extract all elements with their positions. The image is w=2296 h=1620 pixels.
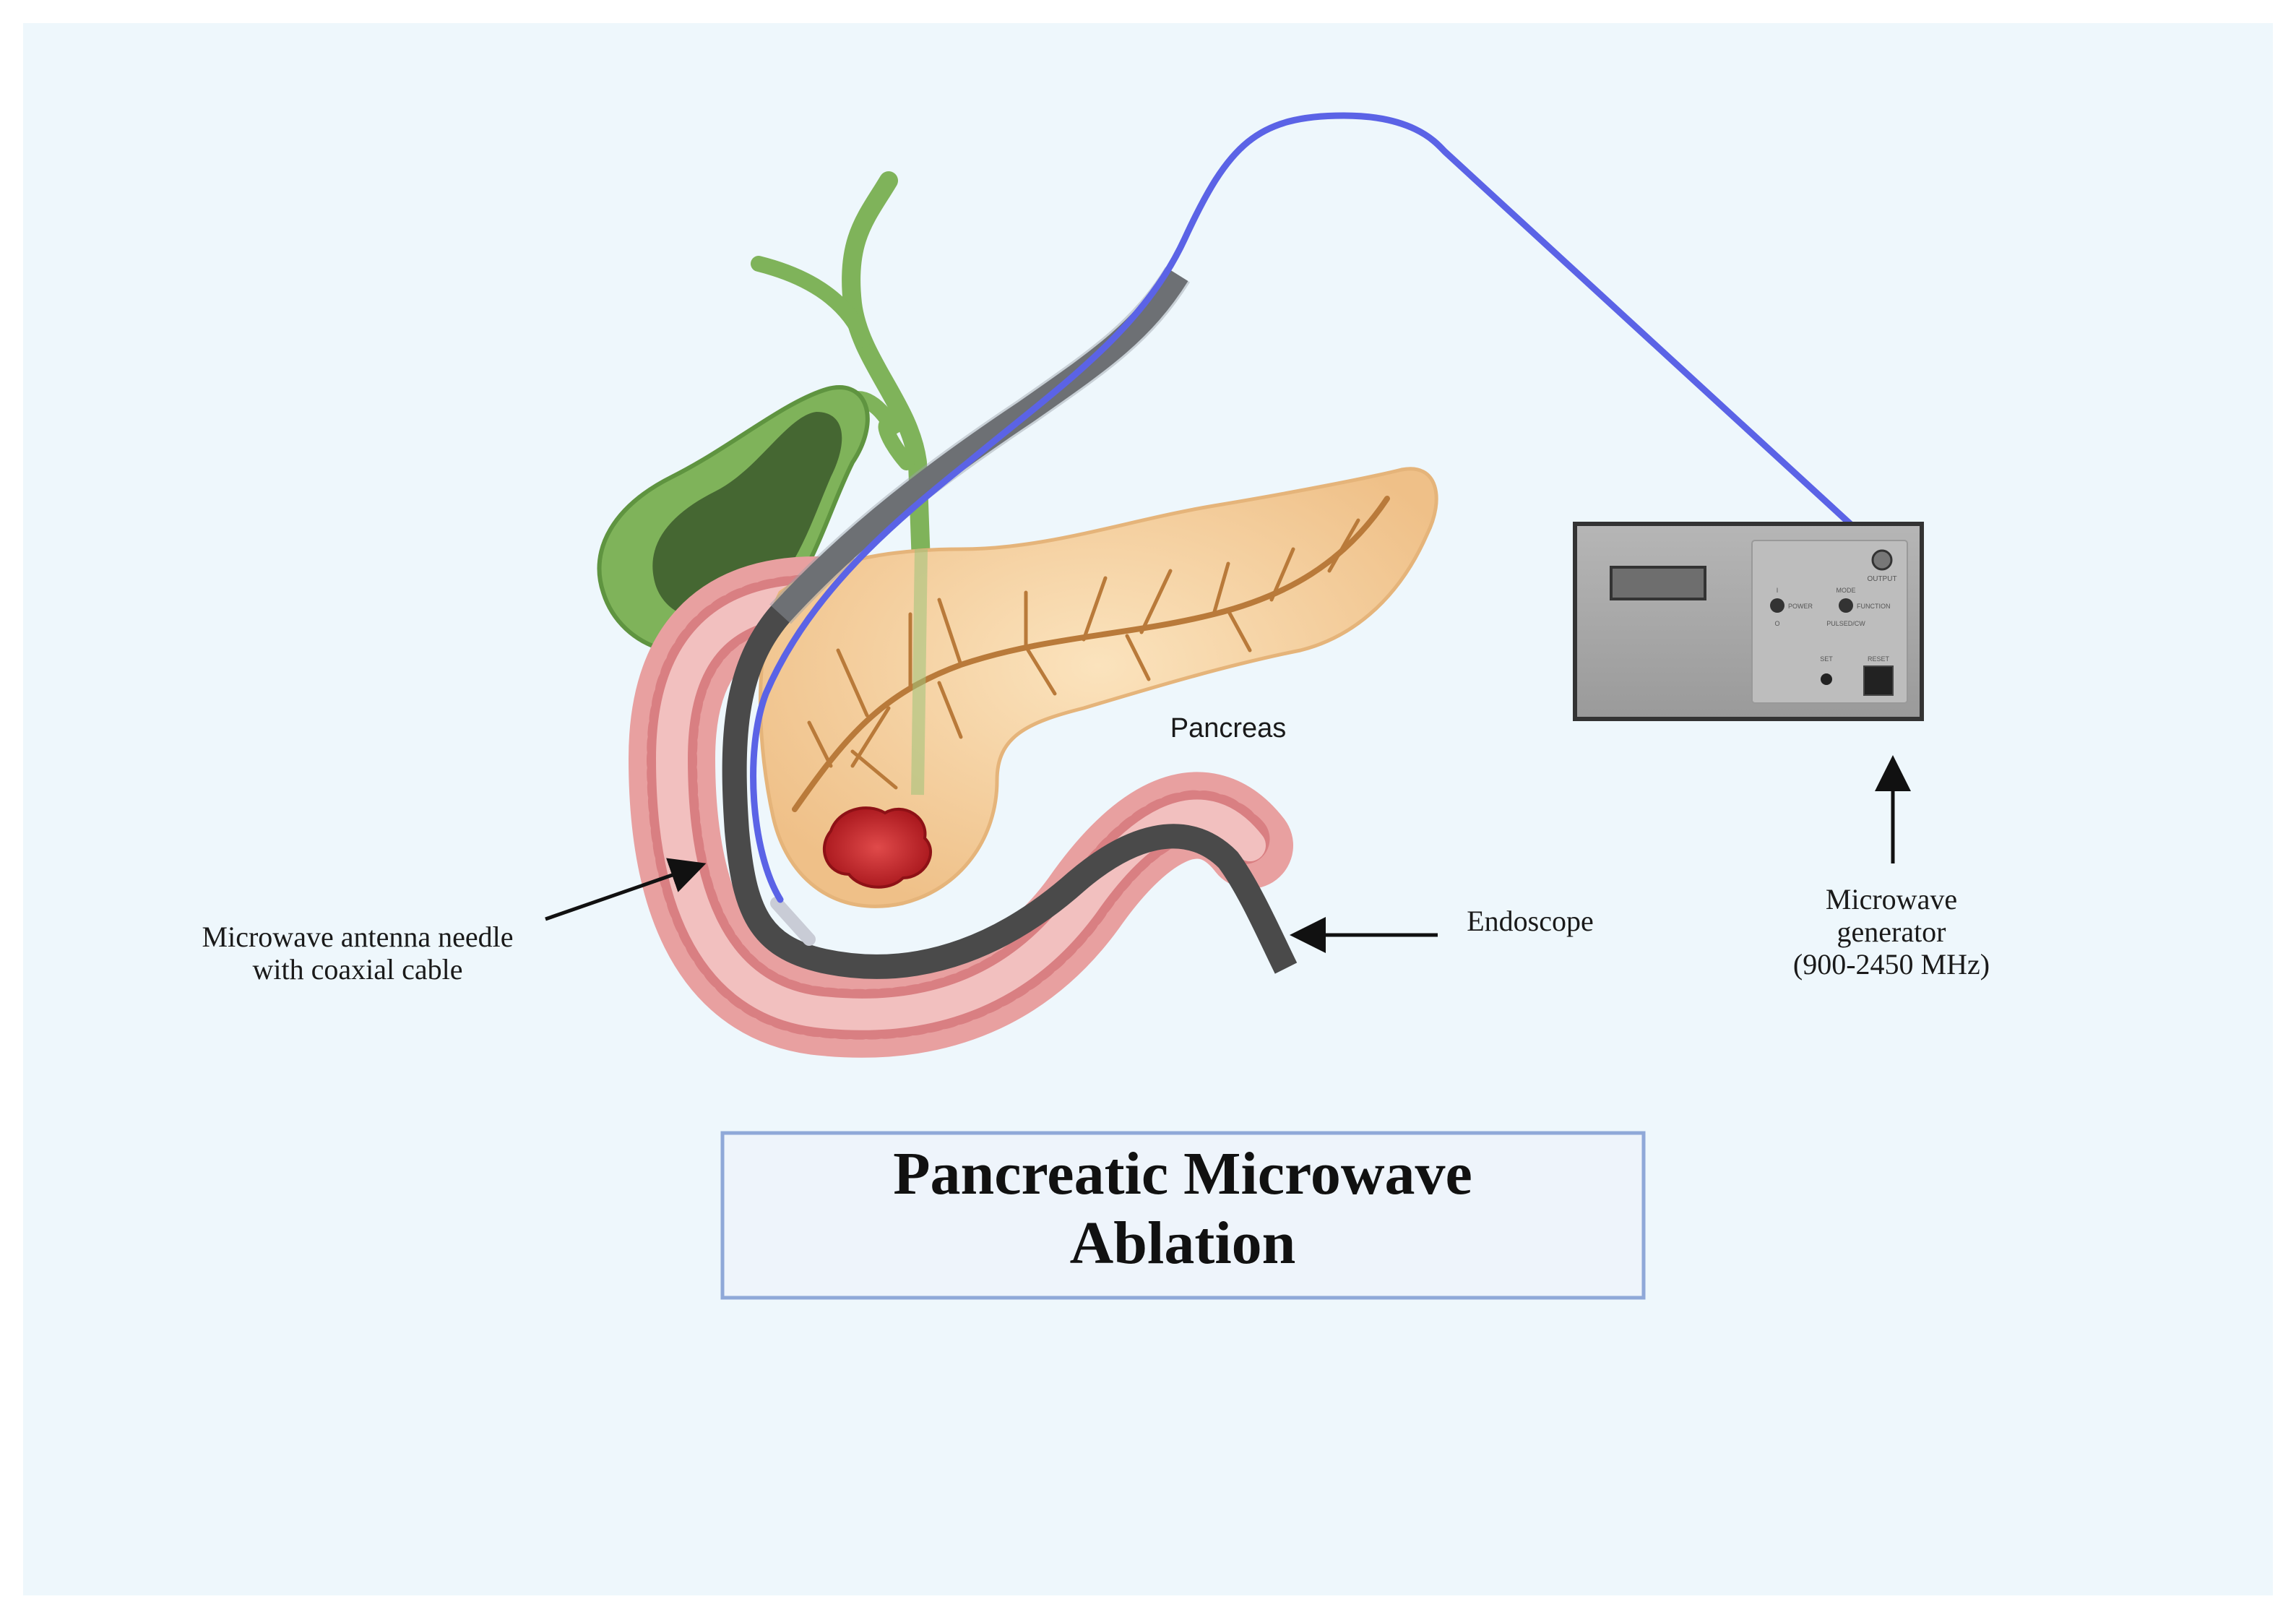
output-label: OUTPUT bbox=[1867, 575, 1896, 583]
microwave-cable bbox=[750, 112, 1889, 903]
needle-arrow-icon bbox=[545, 858, 707, 921]
endoscope-shadow bbox=[769, 267, 1190, 624]
gallbladder-bile bbox=[652, 412, 842, 620]
gallbladder bbox=[597, 171, 931, 656]
title-box-frame bbox=[720, 1131, 1646, 1300]
output-connector bbox=[1871, 549, 1893, 571]
tumor bbox=[823, 806, 933, 889]
microwave-generator: OUTPUT POWER FUNCTION I O MODE PULSED/CW… bbox=[1573, 522, 1924, 721]
function-knob bbox=[1839, 598, 1853, 613]
power-label: POWER bbox=[1788, 603, 1813, 610]
set-label: SET bbox=[1820, 655, 1833, 663]
hepatic-duct bbox=[751, 256, 871, 348]
generator-label-line3: (900-2450 MHz) bbox=[1793, 948, 1990, 981]
endoscope-shaft bbox=[722, 267, 1298, 979]
generator-label-line1: Microwave bbox=[1826, 883, 1957, 915]
title-box: Pancreatic Microwave Ablation bbox=[720, 1131, 1646, 1300]
needle-label-line2: with coaxial cable bbox=[253, 953, 463, 986]
power-knob bbox=[1770, 598, 1784, 613]
pancreas-body bbox=[759, 467, 1438, 908]
endoscope bbox=[722, 267, 1298, 979]
function-label: FUNCTION bbox=[1857, 603, 1891, 610]
set-button bbox=[1821, 673, 1832, 685]
generator-label-line2: generator bbox=[1837, 915, 1946, 948]
reset-button bbox=[1863, 665, 1894, 696]
common-bile-duct bbox=[911, 548, 928, 796]
generator-control-panel bbox=[1751, 540, 1908, 704]
needle-label-line1: Microwave antenna needle bbox=[202, 921, 514, 953]
title-line1: Pancreatic Microwave bbox=[893, 1140, 1472, 1207]
on-label: I bbox=[1777, 587, 1779, 594]
endoscope-label: Endoscope bbox=[1467, 905, 1594, 937]
reset-label: RESET bbox=[1868, 655, 1890, 663]
off-label: O bbox=[1774, 620, 1779, 627]
generator-display bbox=[1610, 566, 1706, 600]
pancreas-label: Pancreas bbox=[1170, 713, 1287, 744]
pancreatic-duct-main bbox=[792, 496, 1390, 812]
pulsed-label: PULSED/CW bbox=[1826, 620, 1865, 627]
title-line2: Ablation bbox=[1070, 1210, 1296, 1277]
pancreatic-duct-branches bbox=[807, 518, 1360, 790]
endoscope-tip bbox=[770, 897, 816, 946]
mode-label: MODE bbox=[1837, 587, 1856, 594]
pancreas bbox=[759, 467, 1438, 908]
